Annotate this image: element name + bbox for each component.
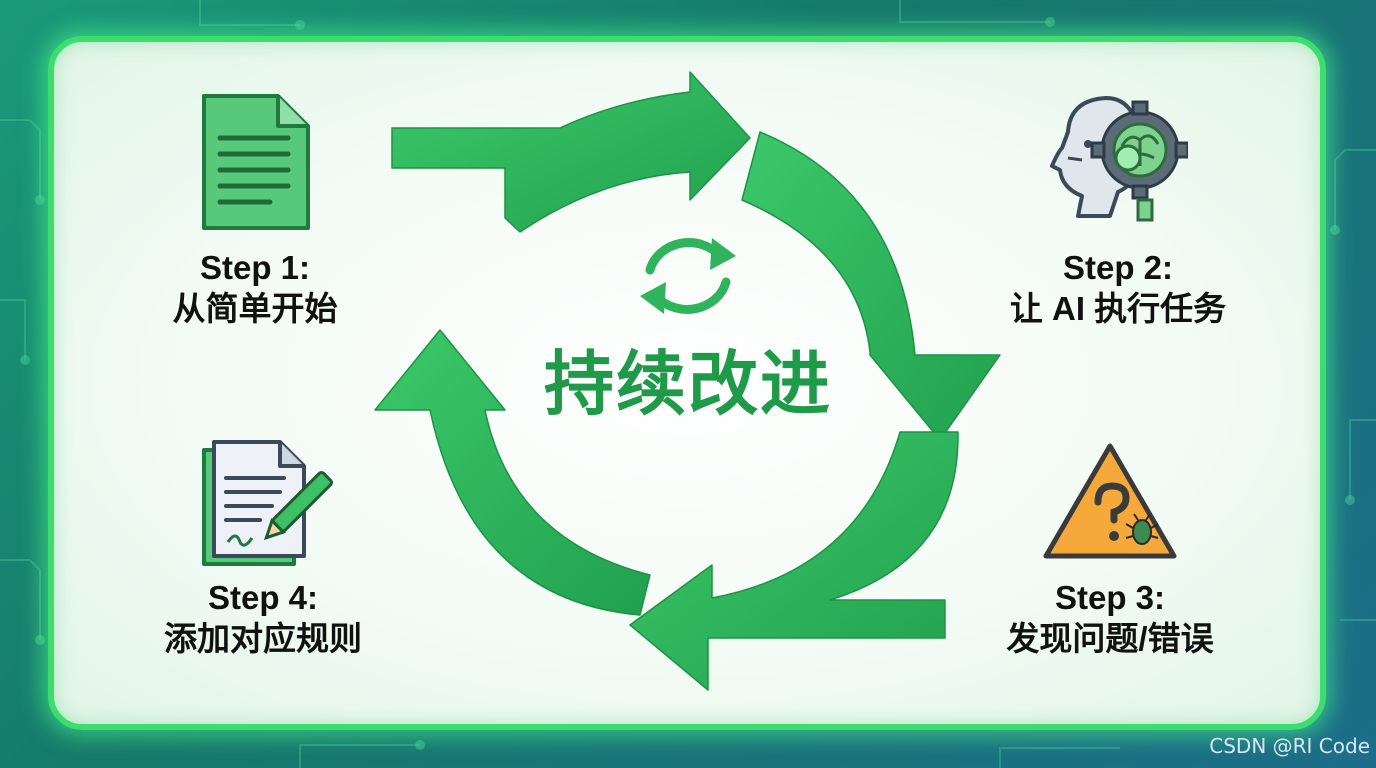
robot-brain-gear-icon <box>1050 96 1188 222</box>
step-2-text: 让 AI 执行任务 <box>1009 290 1227 327</box>
step-3: Step 3: 发现问题/错误 <box>960 578 1260 660</box>
arrow-right <box>741 131 1001 441</box>
step-4-text: 添加对应规则 <box>164 620 362 657</box>
arrow-bottom <box>629 431 959 691</box>
step-2: Step 2: 让 AI 执行任务 <box>968 248 1268 330</box>
step-4: Step 4: 添加对应规则 <box>118 578 408 660</box>
refresh-cycle-icon <box>640 238 736 314</box>
center-title: 持续改进 <box>544 345 832 423</box>
arrow-left <box>374 329 651 616</box>
warning-bug-icon <box>1043 443 1177 559</box>
step-1-text: 从简单开始 <box>172 290 338 327</box>
document-icon <box>202 94 310 230</box>
watermark: CSDN @RI Code <box>1209 734 1370 758</box>
step-3-label: Step 3: <box>1054 579 1166 616</box>
document-pen-icon <box>202 440 334 566</box>
step-3-text: 发现问题/错误 <box>1006 620 1214 657</box>
step-4-label: Step 4: <box>207 579 319 616</box>
step-1: Step 1: 从简单开始 <box>120 248 390 330</box>
step-1-label: Step 1: <box>199 249 311 286</box>
step-2-label: Step 2: <box>1062 249 1174 286</box>
arrow-top <box>391 71 751 233</box>
